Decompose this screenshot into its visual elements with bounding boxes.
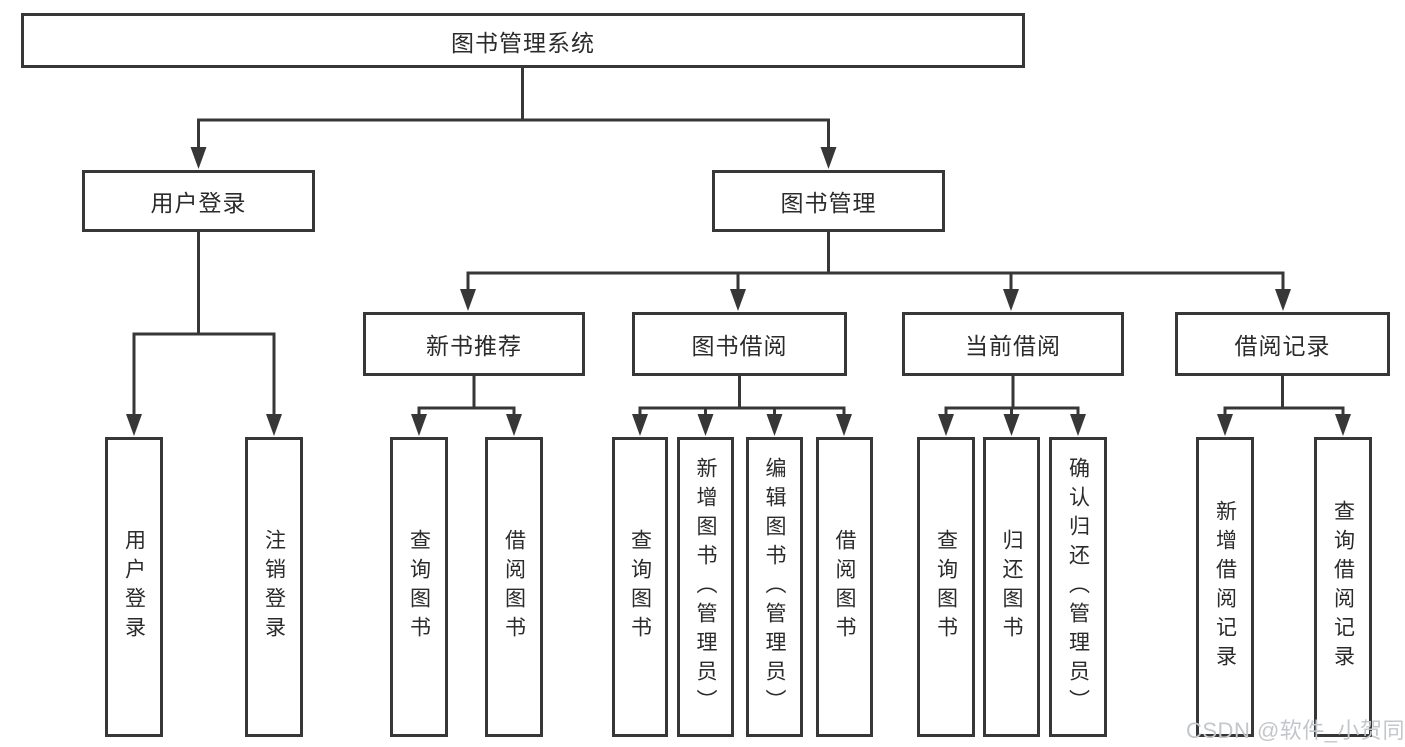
leaf-borrow-book: 借阅图书 <box>816 437 873 737</box>
arrowheads <box>126 147 1351 436</box>
leaf-add-borrow-record: 新增借阅记录 <box>1196 437 1254 737</box>
leaf-edit-book-admin: 编辑图书（管理员） <box>746 437 803 737</box>
leaf-label: 查询图书 <box>628 529 652 645</box>
leaf-label: 新增借阅记录 <box>1213 500 1237 674</box>
leaf-query-book-newbook: 查询图书 <box>390 437 448 737</box>
leaf-label: 查询图书 <box>934 529 958 645</box>
leaf-query-borrow-record: 查询借阅记录 <box>1314 437 1372 737</box>
leaf-label: 查询借阅记录 <box>1331 500 1355 674</box>
leaf-borrow-book-newbook: 借阅图书 <box>485 437 543 737</box>
leaf-label: 确认归还（管理员） <box>1066 456 1090 718</box>
csdn-watermark: CSDN @软件_小贺同学 <box>1186 718 1405 743</box>
leaf-label: 借阅图书 <box>833 529 856 645</box>
leaf-label: 归还图书 <box>1000 529 1023 645</box>
leaf-label: 注销登录 <box>262 529 286 645</box>
leaf-query-book-current: 查询图书 <box>917 437 975 737</box>
node-book-management: 图书管理 <box>712 170 945 232</box>
node-book-borrow: 图书借阅 <box>632 312 847 376</box>
leaf-label: 新增图书（管理员） <box>694 456 717 718</box>
node-new-book-recommend: 新书推荐 <box>363 312 585 376</box>
leaf-confirm-return-admin: 确认归还（管理员） <box>1049 437 1107 737</box>
leaf-logout: 注销登录 <box>245 437 303 737</box>
leaf-user-login: 用户登录 <box>105 437 163 737</box>
leaf-label: 查询图书 <box>407 529 431 645</box>
leaf-label: 借阅图书 <box>502 529 526 645</box>
leaf-label: 用户登录 <box>122 529 146 645</box>
node-user-login: 用户登录 <box>82 170 315 232</box>
node-current-borrow: 当前借阅 <box>902 312 1124 376</box>
node-borrow-record: 借阅记录 <box>1175 312 1390 376</box>
leaf-return-book: 归还图书 <box>983 437 1040 737</box>
node-root-system: 图书管理系统 <box>21 13 1025 68</box>
leaf-query-book-borrow: 查询图书 <box>612 437 668 737</box>
leaf-add-book-admin: 新增图书（管理员） <box>677 437 734 737</box>
leaf-label: 编辑图书（管理员） <box>763 456 786 718</box>
